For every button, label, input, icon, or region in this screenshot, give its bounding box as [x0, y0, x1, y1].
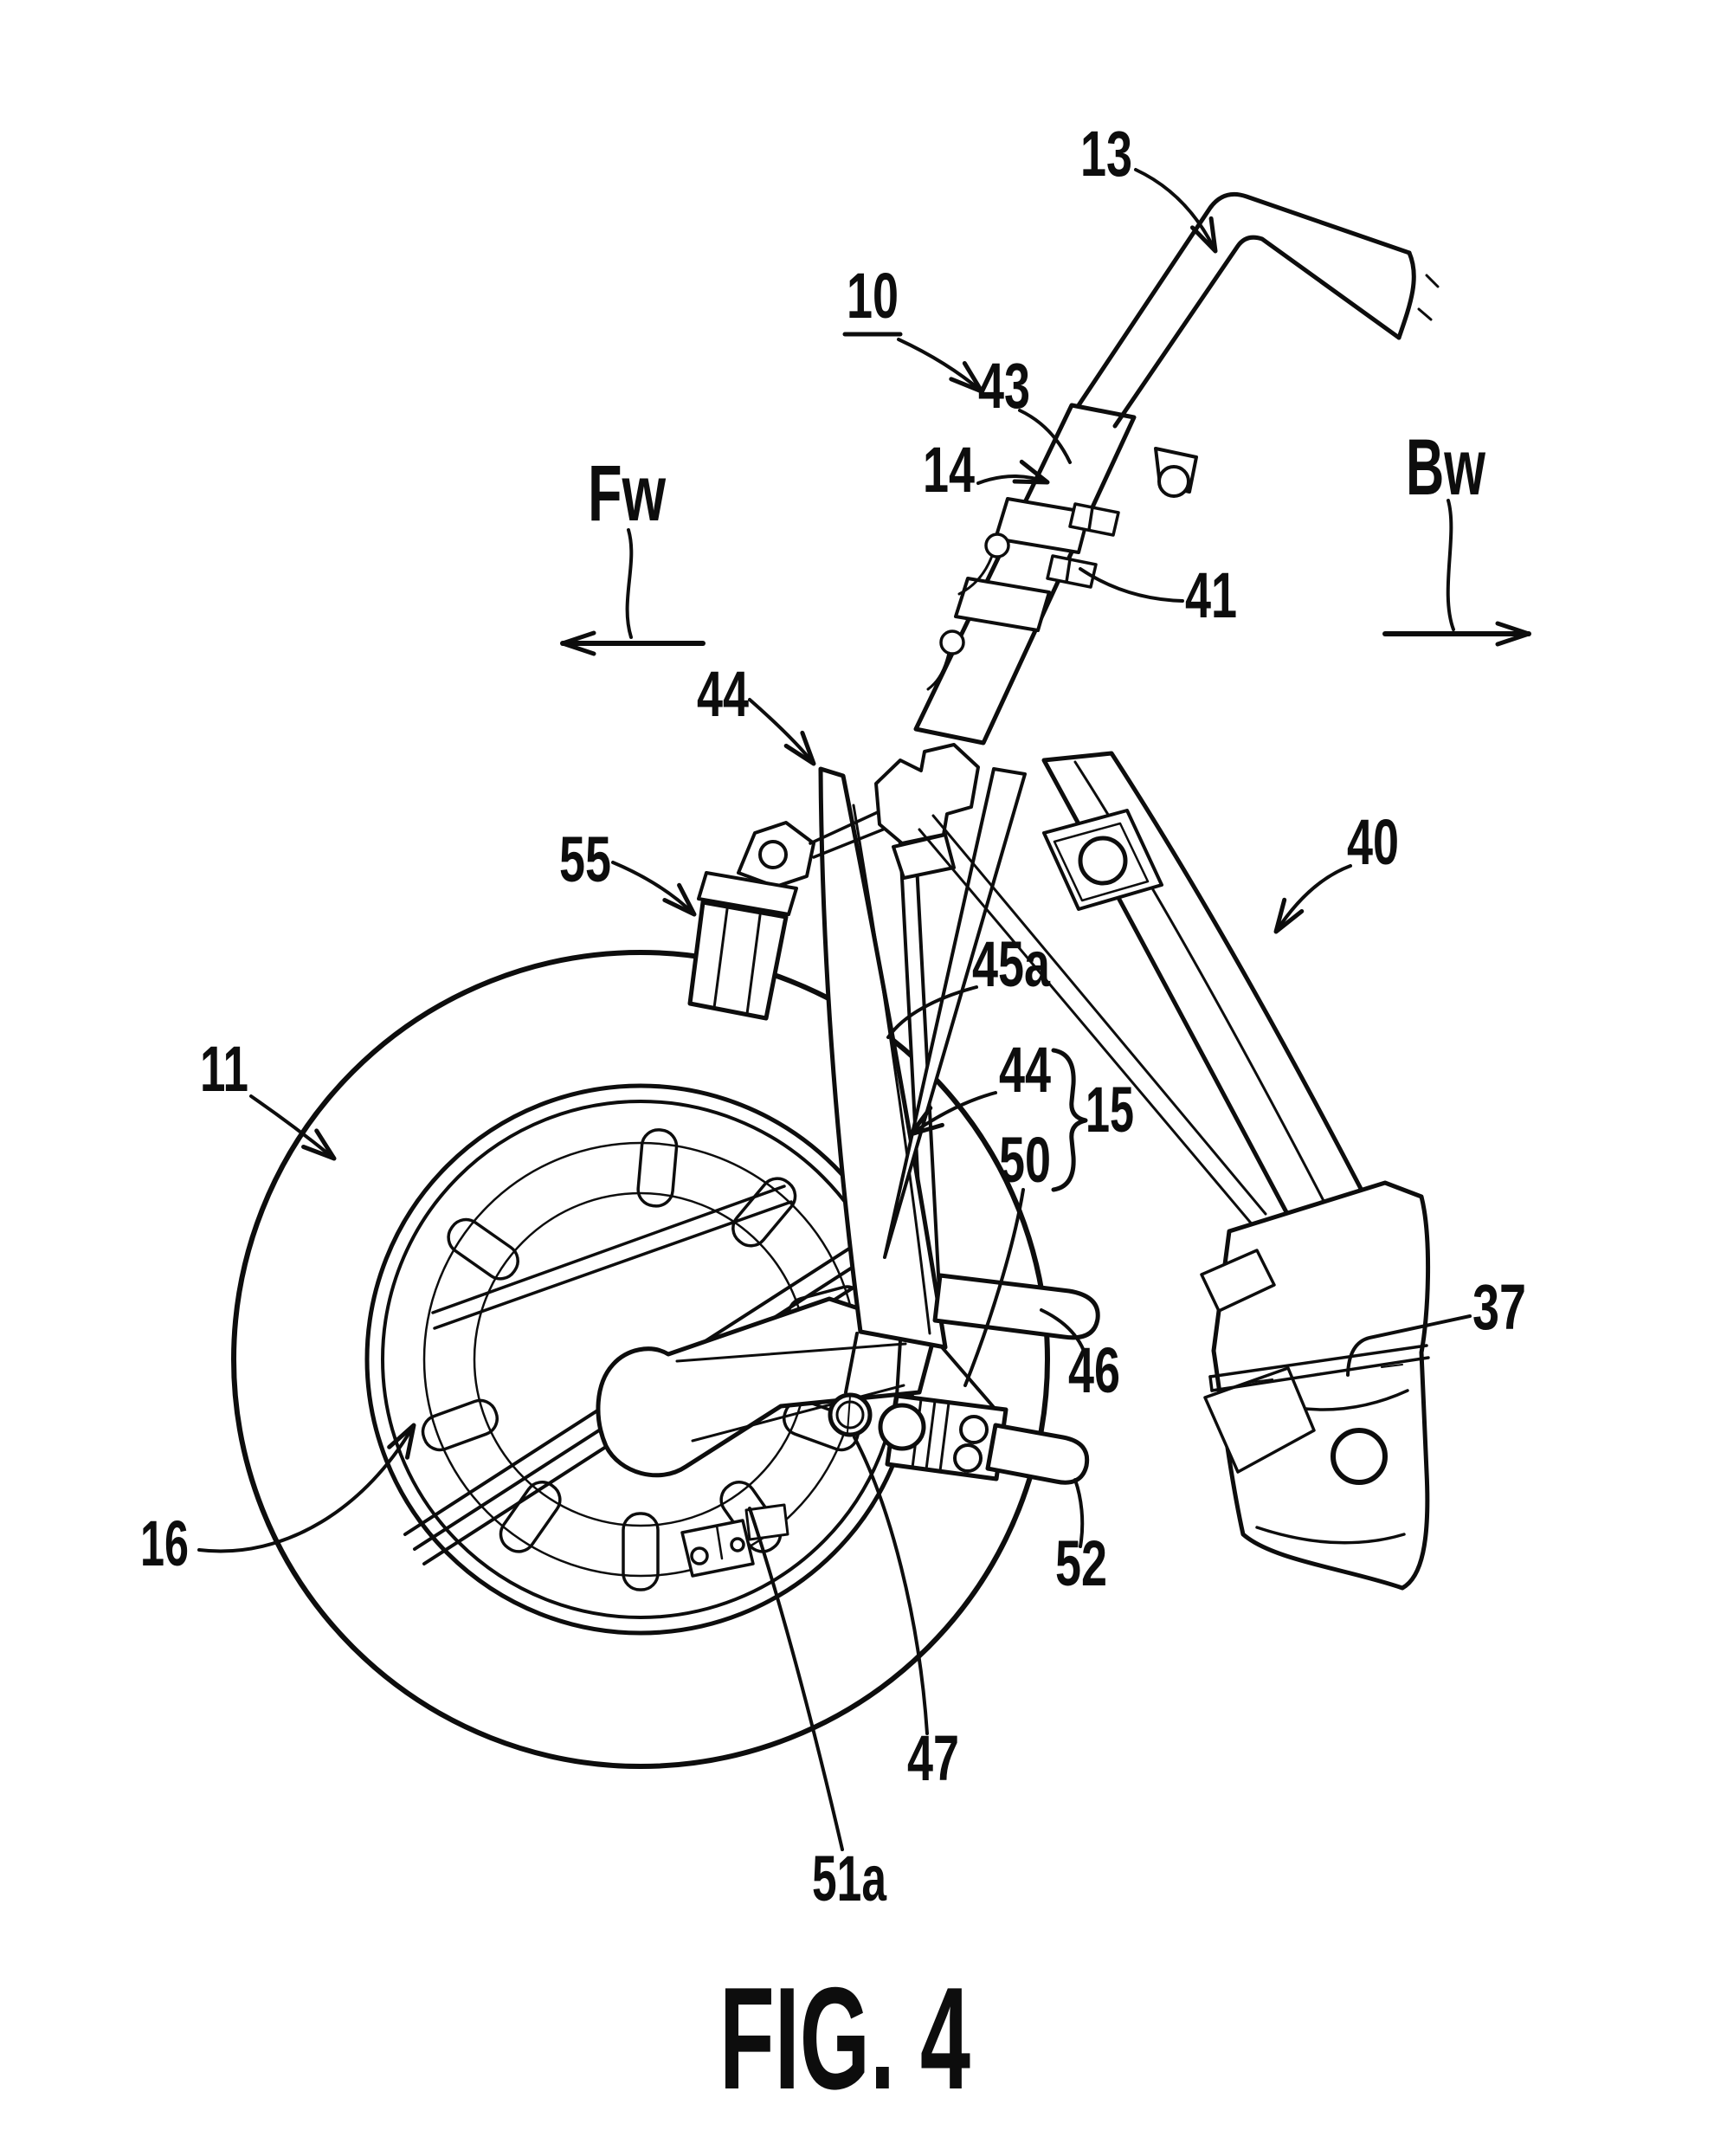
- leader-40: [1273, 864, 1352, 934]
- shock-body-line: [712, 907, 729, 1010]
- leader-10: [897, 338, 984, 394]
- frame-beam-inner-line: [1073, 760, 1335, 1221]
- rim-slot: [636, 1128, 679, 1208]
- brace-15: [1051, 1048, 1088, 1192]
- leader-43: [1018, 409, 1072, 464]
- leader-lines: [197, 168, 1472, 1851]
- rim-slot: [731, 1177, 797, 1248]
- stem-bolt-boss-lower: [1046, 554, 1098, 589]
- ref-label-11: 11: [200, 1033, 248, 1105]
- bw-squiggle: [1446, 499, 1455, 631]
- leader-55: [611, 861, 697, 917]
- ref-label-13: 13: [1080, 118, 1132, 190]
- frame-brace-lines: [918, 814, 1267, 1228]
- ref-label-44-upper: 44: [697, 658, 749, 730]
- direction-label-bw: Bw: [1406, 423, 1485, 512]
- leader-44-upper: [748, 698, 816, 766]
- ref-label-47: 47: [907, 1722, 959, 1794]
- shock-top-flange: [697, 871, 798, 916]
- wheel-cross-stay: [431, 1185, 793, 1330]
- leader-16: [197, 1423, 416, 1553]
- leader-44-lower: [908, 1091, 997, 1137]
- ref-label-40: 40: [1347, 806, 1399, 878]
- shock-body: [687, 900, 789, 1021]
- ref-label-51a: 51a: [812, 1843, 887, 1914]
- leader-45a: [886, 985, 978, 1039]
- figure-caption: FIG. 4: [719, 1957, 970, 2120]
- ref-label-41: 41: [1185, 559, 1237, 631]
- axle-collar: [878, 1403, 926, 1451]
- front-fork-assembly: [818, 743, 980, 1350]
- cable-guide-lower: [926, 629, 965, 691]
- stem-bolt-boss-upper: [1068, 502, 1120, 537]
- axle-bracket-connectors: [844, 1332, 999, 1413]
- rim-slot: [447, 1217, 519, 1281]
- front-wheel: [231, 950, 1050, 1769]
- brake-anchor-assembly: [680, 1503, 789, 1578]
- leader-37: [1346, 1314, 1472, 1377]
- ref-label-15: 15: [1086, 1074, 1134, 1146]
- lower-frame-bracket: [1200, 1180, 1431, 1591]
- frame-bracket-plate: [1042, 809, 1163, 911]
- ref-label-46: 46: [1068, 1334, 1120, 1406]
- ref-label-10: 10: [847, 260, 899, 332]
- ref-label-50: 50: [999, 1124, 1051, 1196]
- shock-body-line: [745, 913, 762, 1016]
- stem-top-clamp: [1154, 447, 1198, 498]
- rim-slot: [421, 1398, 499, 1452]
- ref-label-37: 37: [1472, 1271, 1526, 1343]
- stay-tube-46: [932, 1273, 1100, 1340]
- leader-13: [1134, 168, 1218, 254]
- shock-absorber-unit: [687, 810, 885, 1021]
- stem-clamp-ring-lower: [954, 577, 1051, 632]
- stem-clamp-ring-upper: [994, 497, 1091, 554]
- direction-label-fw: Fw: [588, 449, 666, 538]
- lower-frame-hole: [1331, 1428, 1388, 1485]
- cable-guide-upper: [957, 533, 1010, 596]
- lower-frame-step: [1203, 1366, 1316, 1474]
- rim-slot: [499, 1481, 562, 1553]
- leader-14: [976, 459, 1050, 485]
- fork-beam-flange-line: [852, 804, 931, 1335]
- ref-label-43: 43: [978, 350, 1030, 422]
- leader-52: [1073, 1478, 1085, 1548]
- axle-area: [828, 1273, 1100, 1485]
- lower-frame-inner-curve: [1255, 1526, 1406, 1545]
- ref-label-52: 52: [1055, 1527, 1107, 1599]
- rim-slot: [622, 1512, 660, 1591]
- leader-51a: [748, 1507, 844, 1851]
- hub-lower-arm-silhouette: [596, 1296, 938, 1478]
- tire-outer-circle: [231, 950, 1050, 1769]
- handlebar-end-cap: [1396, 250, 1416, 340]
- rim-slot: [783, 1398, 860, 1452]
- handlebar-break-tick: [1425, 274, 1440, 288]
- axle-pivot-bolt: [828, 1392, 873, 1437]
- fw-squiggle: [625, 528, 634, 639]
- steering-stem-tube: [913, 403, 1137, 746]
- handlebar-break-tick: [1417, 307, 1433, 321]
- lower-frame-step: [1200, 1249, 1276, 1313]
- fender-stay-strip: [1208, 1344, 1430, 1392]
- ref-label-16: 16: [140, 1507, 189, 1579]
- leader-46: [1040, 1308, 1086, 1352]
- leader-11: [249, 1094, 337, 1161]
- ref-label-45a: 45a: [972, 928, 1051, 1000]
- steering-and-frame: [883, 191, 1440, 1259]
- stay-tube-52: [985, 1423, 1090, 1485]
- fork-crown-bracket: [874, 743, 980, 845]
- direction-arrows: [560, 499, 1531, 656]
- leader-47: [853, 1436, 929, 1735]
- handlebar: [1076, 191, 1440, 429]
- leader-50: [963, 1188, 1025, 1387]
- leader-41: [1079, 567, 1184, 603]
- ref-label-44-lower: 44: [999, 1034, 1051, 1106]
- ref-label-55: 55: [559, 823, 611, 895]
- ref-label-14: 14: [923, 434, 975, 506]
